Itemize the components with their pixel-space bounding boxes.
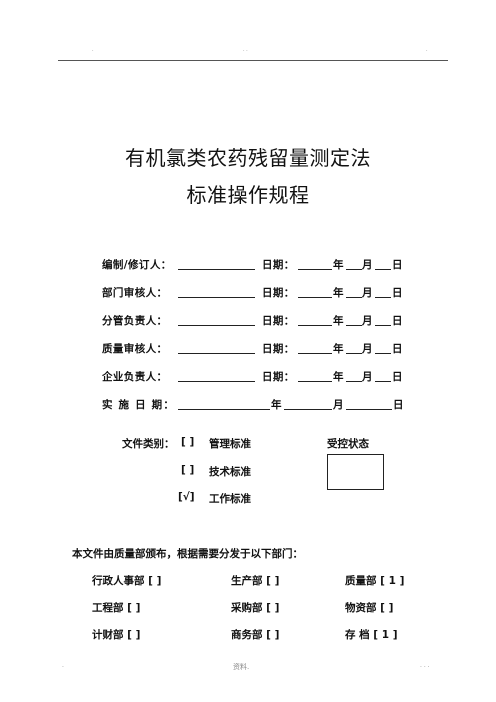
footer-right-mark: . . . [420, 662, 430, 669]
day-line[interactable] [375, 313, 391, 326]
day-line[interactable] [375, 285, 391, 298]
day-unit: 日 [392, 371, 403, 383]
dept-entry[interactable]: 物资部 [ ] [345, 602, 394, 614]
year-line[interactable] [298, 285, 332, 298]
footer-left-mark: . [62, 662, 64, 669]
year-unit: 年 [333, 371, 344, 383]
doc-category-label: 文件类别： [122, 438, 175, 450]
year-unit: 年 [333, 315, 344, 327]
category-option-text: 技术标准 [209, 466, 251, 478]
year-unit: 年 [333, 343, 344, 355]
doc-subtitle: 标准操作规程 [186, 183, 310, 207]
dept-entry[interactable]: 质量部 [ 1 ] [345, 575, 405, 587]
header-rule [58, 60, 448, 61]
month-line[interactable] [346, 285, 362, 298]
day-unit: 日 [393, 399, 404, 411]
signature-line[interactable] [178, 257, 255, 270]
year-unit: 年 [271, 399, 282, 411]
signoff-label: 部门审核人： [102, 287, 168, 299]
dept-entry[interactable]: 存 档 [ 1 ] [345, 629, 398, 641]
dept-entry[interactable]: 计财部 [ ] [92, 629, 141, 641]
signature-line[interactable] [178, 341, 255, 354]
date-label: 日期： [262, 287, 295, 299]
dept-entry[interactable]: 生产部 [ ] [231, 575, 280, 587]
category-checkbox-checked[interactable]: [√] [178, 491, 195, 503]
category-option-text: 管理标准 [209, 438, 251, 450]
category-option-text: 工作标准 [209, 493, 251, 505]
month-unit: 月 [362, 259, 373, 271]
day-unit: 日 [392, 287, 403, 299]
year-line[interactable] [298, 369, 332, 382]
date-label: 日期： [262, 371, 295, 383]
signoff-label: 分管负责人： [102, 315, 168, 327]
header-mark: . [426, 47, 428, 53]
control-status-box[interactable] [327, 454, 384, 490]
day-line[interactable] [375, 341, 391, 354]
signoff-label: 质量审核人： [102, 343, 168, 355]
day-unit: 日 [392, 315, 403, 327]
date-label: 日期： [262, 259, 295, 271]
year-unit: 年 [333, 287, 344, 299]
dept-entry[interactable]: 行政人事部 [ ] [92, 575, 162, 587]
distribution-intro: 本文件由质量部颁布，根据需要分发于以下部门： [72, 548, 303, 560]
control-status-label: 受控状态 [327, 438, 369, 450]
implement-day-line[interactable] [346, 397, 392, 410]
signoff-label: 企业负责人： [102, 371, 168, 383]
implement-month-line[interactable] [284, 397, 332, 410]
month-line[interactable] [346, 257, 362, 270]
month-unit: 月 [362, 315, 373, 327]
signature-line[interactable] [178, 313, 255, 326]
month-unit: 月 [333, 399, 344, 411]
month-line[interactable] [346, 313, 362, 326]
header-mark: . . [243, 47, 248, 53]
footer-center-text: 资料. [233, 663, 250, 671]
month-unit: 月 [362, 343, 373, 355]
category-checkbox[interactable]: [ ] [181, 436, 195, 448]
year-line[interactable] [298, 313, 332, 326]
date-label: 日期： [262, 315, 295, 327]
year-unit: 年 [333, 259, 344, 271]
implement-date-label: 实 施 日 期： [102, 399, 176, 411]
month-line[interactable] [346, 369, 362, 382]
month-unit: 月 [362, 287, 373, 299]
signature-line[interactable] [178, 285, 255, 298]
day-unit: 日 [392, 343, 403, 355]
dept-entry[interactable]: 商务部 [ ] [231, 629, 280, 641]
signoff-label: 编制/修订人： [102, 259, 172, 271]
header-mark: . [92, 47, 94, 53]
implement-year-line[interactable] [178, 397, 270, 410]
day-line[interactable] [375, 257, 391, 270]
dept-entry[interactable]: 工程部 [ ] [92, 602, 141, 614]
year-line[interactable] [298, 257, 332, 270]
doc-title: 有机氯类农药残留量测定法 [125, 146, 371, 170]
category-checkbox[interactable]: [ ] [181, 464, 195, 476]
month-line[interactable] [346, 341, 362, 354]
day-unit: 日 [392, 259, 403, 271]
signature-line[interactable] [178, 369, 255, 382]
dept-entry[interactable]: 采购部 [ ] [231, 602, 280, 614]
year-line[interactable] [298, 341, 332, 354]
date-label: 日期： [262, 343, 295, 355]
day-line[interactable] [375, 369, 391, 382]
month-unit: 月 [362, 371, 373, 383]
